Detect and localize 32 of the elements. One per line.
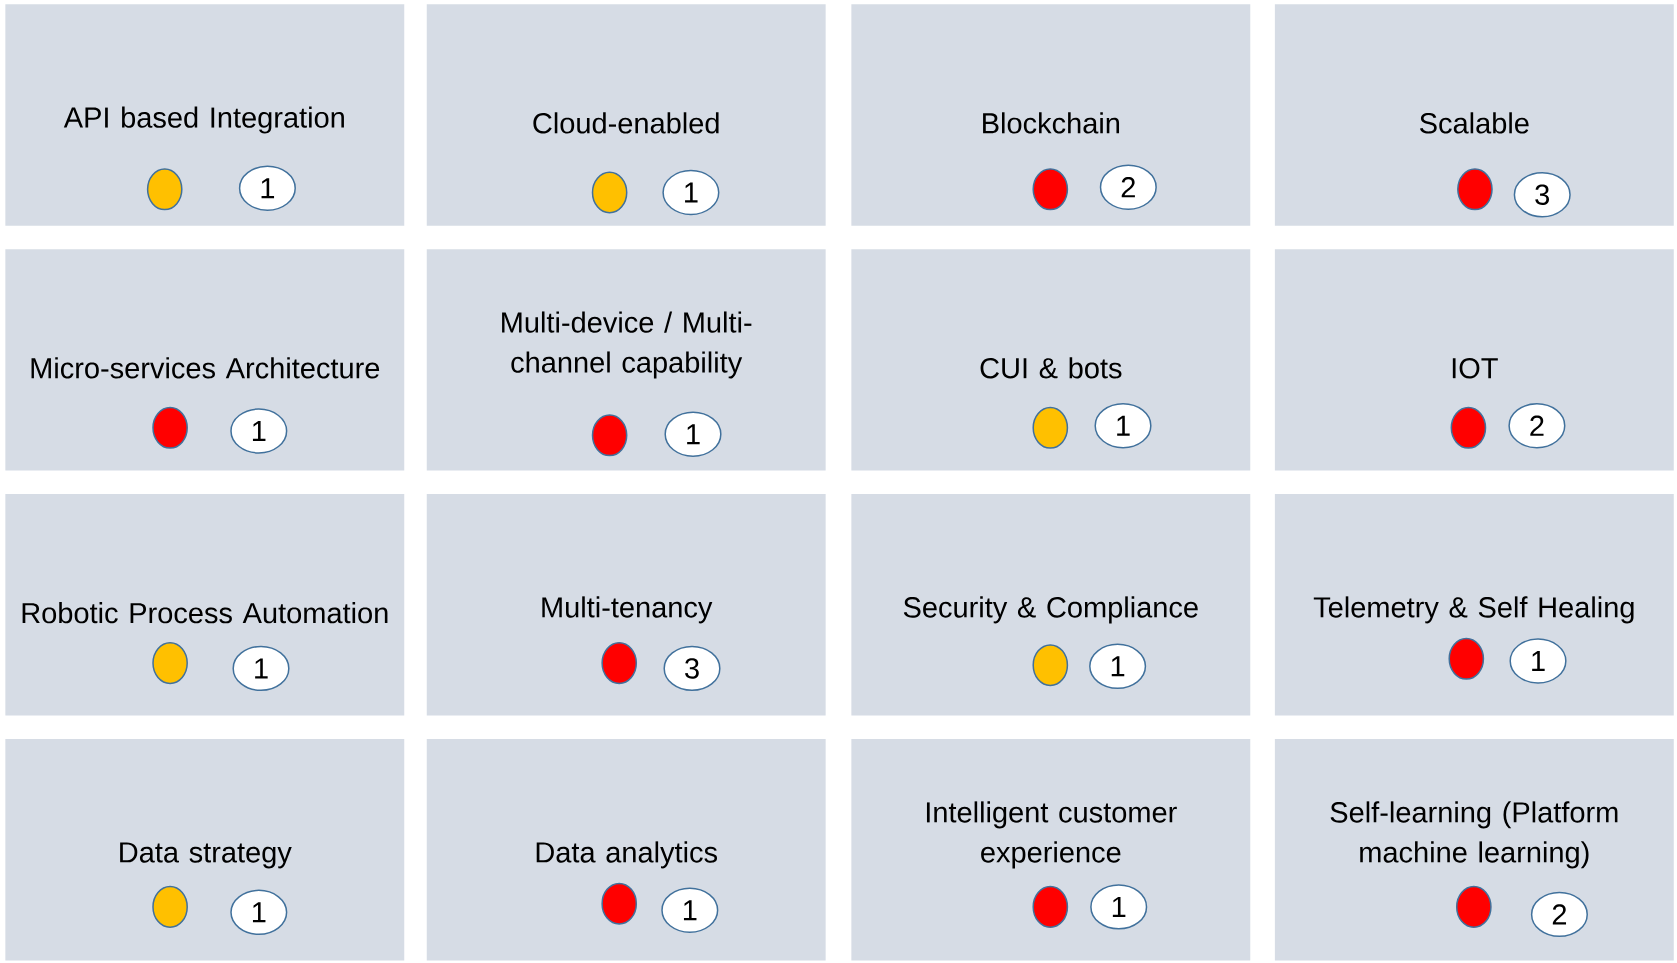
number-oval: 1 [661, 887, 719, 933]
status-dot [1448, 637, 1485, 680]
number-oval: 1 [664, 411, 722, 457]
number-oval: 2 [1508, 403, 1566, 449]
number-oval: 1 [230, 889, 288, 935]
number-oval: 3 [1513, 172, 1571, 218]
status-dot [601, 882, 638, 925]
status-dot [601, 642, 638, 685]
status-dot [591, 414, 628, 457]
status-dot [1032, 406, 1069, 449]
status-dot [591, 171, 628, 214]
number-oval: 1 [1094, 403, 1152, 449]
status-dot [1032, 168, 1069, 211]
status-dot [1450, 406, 1487, 449]
status-dot [1457, 168, 1493, 211]
number-oval: 3 [663, 645, 721, 692]
status-dot [1032, 885, 1069, 928]
number-oval: 1 [1090, 884, 1148, 930]
status-dot [1455, 885, 1492, 928]
number-oval: 1 [230, 408, 288, 454]
number-oval: 1 [232, 645, 290, 692]
status-dot [146, 168, 183, 211]
number-oval: 1 [1509, 638, 1567, 684]
status-dot [152, 885, 188, 928]
number-oval: 1 [662, 169, 720, 216]
number-oval: 2 [1099, 164, 1157, 210]
number-oval: 1 [238, 165, 296, 211]
status-dot [1032, 644, 1069, 687]
status-dot [152, 406, 188, 449]
status-dot [152, 642, 188, 685]
number-oval: 1 [1089, 643, 1147, 689]
number-oval: 2 [1530, 891, 1588, 938]
